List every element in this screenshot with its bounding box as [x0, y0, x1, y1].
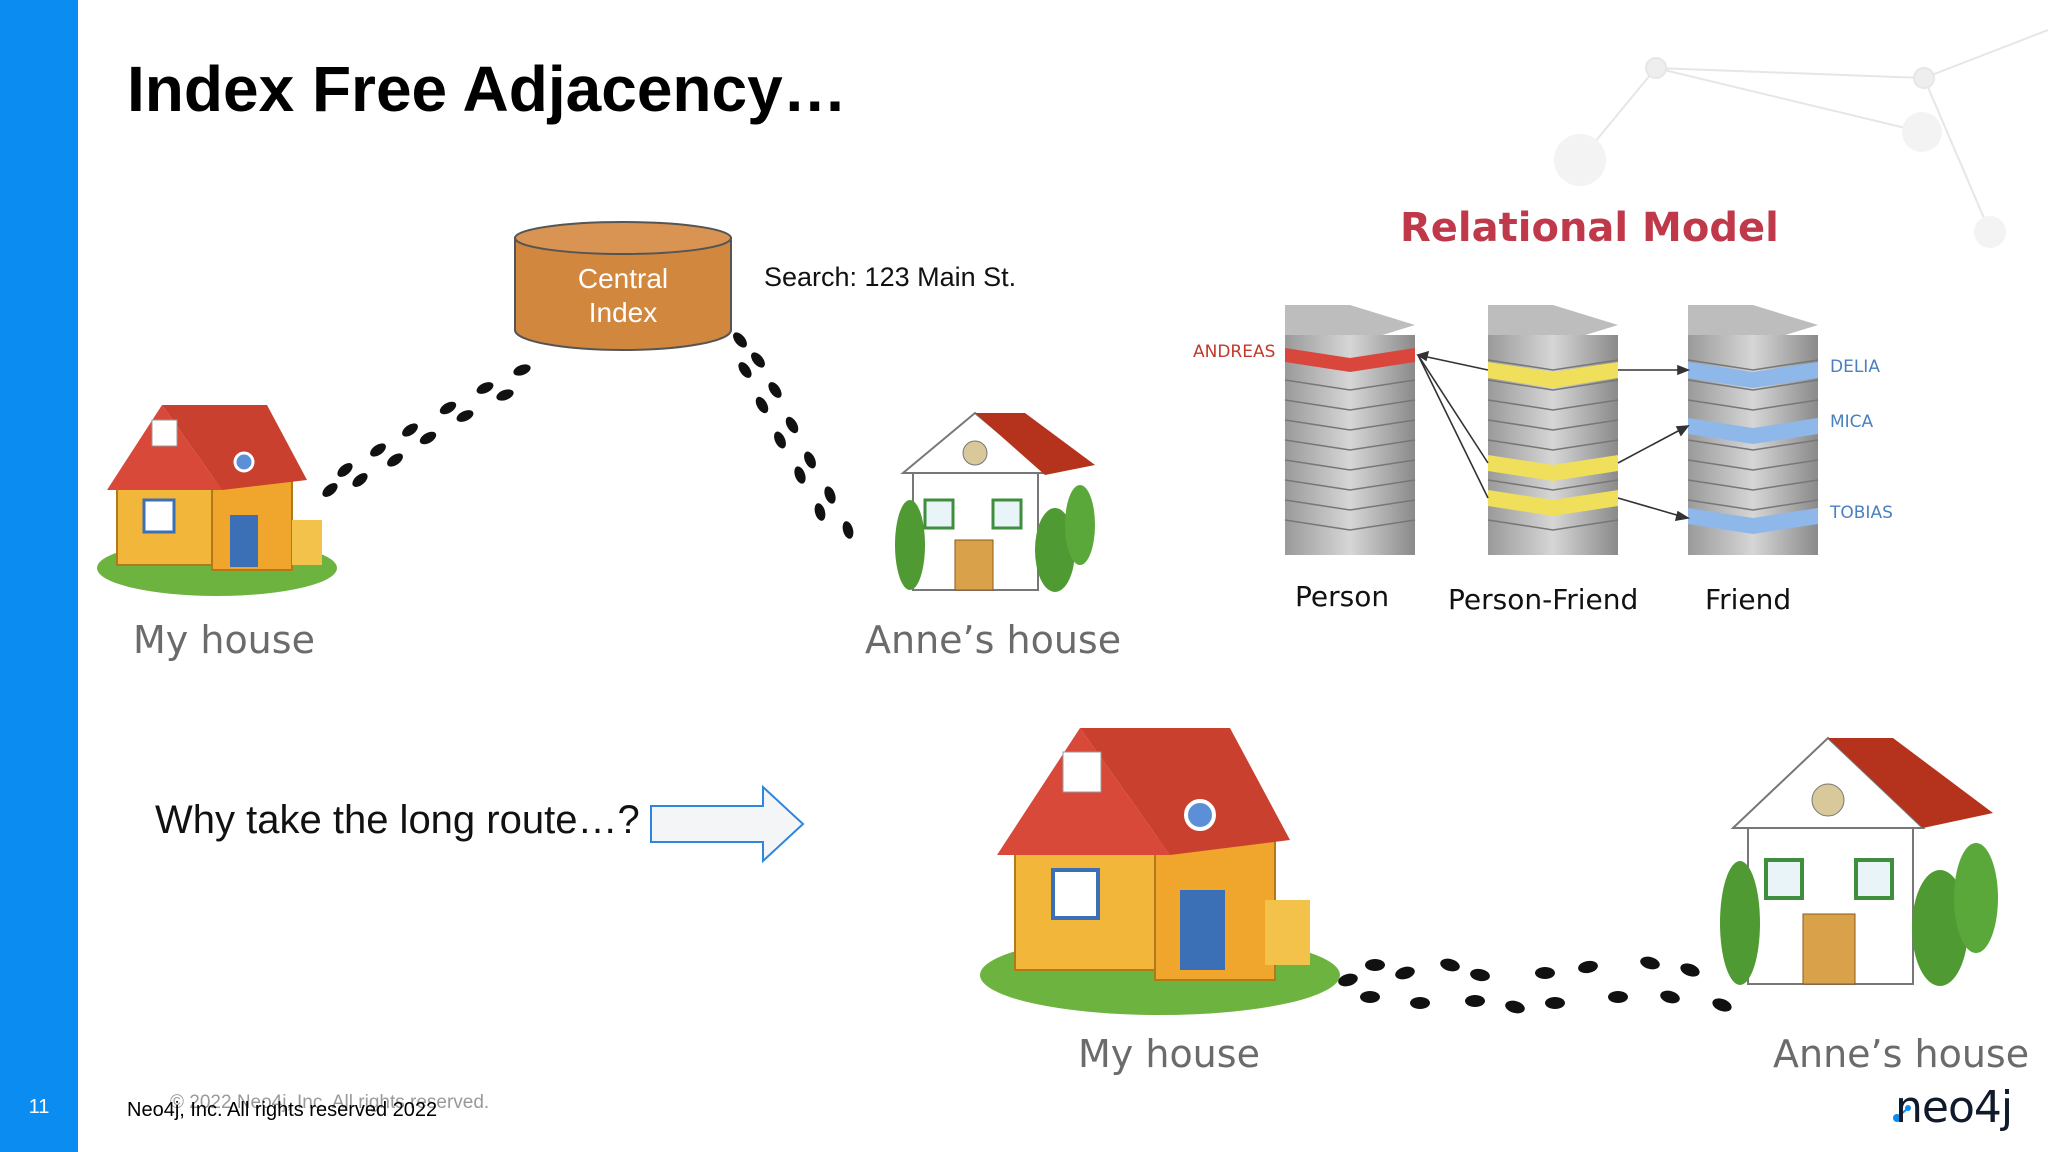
- slide-title: Index Free Adjacency…: [127, 53, 847, 125]
- database-cylinder-icon: [514, 221, 732, 351]
- server-stack-icon: [1284, 305, 1416, 555]
- question-text: Why take the long route…?: [155, 798, 640, 842]
- footprints-icon: [733, 332, 854, 539]
- relational-model-title: Relational Model: [1400, 205, 1779, 251]
- my-house-label: My house: [133, 618, 315, 662]
- search-text: Search: 123 Main St.: [764, 262, 1017, 292]
- footer-rights: Neo4j, Inc. All rights reserved 2022: [127, 1099, 438, 1121]
- table-label-friend: Friend: [1705, 583, 1792, 616]
- network-background-decoration: [1554, 29, 2048, 248]
- friend-name-delia: DELIA: [1830, 357, 1880, 377]
- central-index-label-line2: Index: [588, 297, 658, 328]
- table-label-person: Person: [1295, 580, 1390, 613]
- server-stack-diagram: [1284, 305, 1819, 555]
- house-icon: [97, 405, 337, 596]
- footer-copyright: © 2022 Neo4j, Inc. All rights reserved.: [170, 1092, 490, 1113]
- table-label-person-friend: Person-Friend: [1448, 583, 1639, 616]
- neo4j-logo-text: neo4j: [1895, 1082, 2013, 1133]
- server-stack-icon: [1687, 305, 1819, 555]
- slide-number: 11: [28, 1096, 50, 1118]
- bottom-annes-house-label: Anne’s house: [1773, 1032, 2030, 1076]
- annes-house-label: Anne’s house: [865, 618, 1122, 662]
- person-name-andreas: ANDREAS: [1193, 342, 1276, 362]
- friend-name-mica: MICA: [1830, 412, 1874, 432]
- house-icon: [1720, 736, 1998, 986]
- left-accent-bar: [0, 0, 78, 1152]
- neo4j-logo-icon: [1893, 1105, 1911, 1122]
- arrow-right-icon: [650, 784, 805, 864]
- server-stack-icon: [1487, 305, 1619, 555]
- footprints-icon: [322, 364, 531, 497]
- footprints-icon: [1338, 956, 1732, 1014]
- bottom-my-house-label: My house: [1078, 1032, 1260, 1076]
- central-index-label-line1: Central: [577, 263, 669, 294]
- house-icon: [895, 411, 1095, 592]
- house-icon: [980, 728, 1340, 1015]
- friend-name-tobias: TOBIAS: [1830, 503, 1893, 523]
- central-index-label: Central Index: [540, 262, 706, 330]
